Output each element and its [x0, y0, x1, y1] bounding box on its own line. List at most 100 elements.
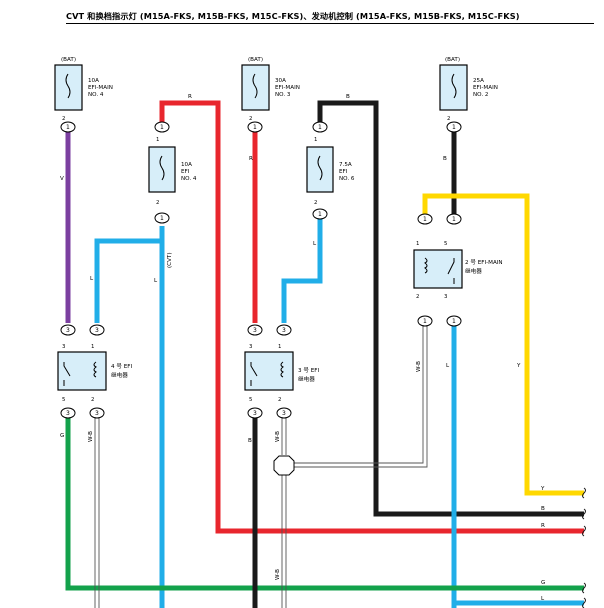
wire-label-l: L: [541, 596, 545, 602]
wire-label-l-efi4: L: [154, 278, 158, 284]
svg-text:2: 2: [416, 294, 419, 300]
svg-text:3: 3: [66, 327, 70, 334]
junction-point: [273, 455, 295, 476]
svg-text:5: 5: [444, 241, 447, 247]
fuse-25a-efi-main-no2: (BAT) 25A EFI-MAIN NO. 2 2 1: [439, 57, 498, 133]
svg-text:继电器: 继电器: [465, 267, 482, 275]
svg-text:(BAT): (BAT): [248, 57, 263, 63]
svg-text:1: 1: [452, 318, 456, 325]
svg-text:2: 2: [447, 116, 450, 122]
diagram-title: CVT 和换档指示灯 (M15A-FKS, M15B-FKS, M15C-FKS…: [66, 11, 520, 21]
svg-text:1: 1: [423, 318, 427, 325]
wire-black-b: [317, 100, 584, 517]
svg-text:1: 1: [278, 344, 281, 350]
svg-text:10A: 10A: [181, 162, 192, 168]
wire-red-r: [159, 100, 584, 534]
svg-text:EFI: EFI: [181, 169, 190, 175]
wire-blue-efi4-to-relay4: [94, 226, 165, 323]
svg-text:1: 1: [160, 215, 164, 222]
wire-label-l-relay2: L: [446, 363, 450, 369]
svg-text:2 号 EFI-MAIN: 2 号 EFI-MAIN: [465, 259, 503, 266]
wire-label-y: Y: [540, 486, 545, 492]
fuse-10a-efi-no4: 1 1 10A EFI NO. 4 2 1: [148, 121, 197, 224]
wire-label-l-relay4: L: [90, 276, 94, 282]
svg-text:1: 1: [452, 124, 456, 131]
relay-4-efi: 3 3 3 1 4 号 EFI 继电器 5 2 3 3: [57, 324, 132, 419]
wire-label-r: R: [541, 523, 545, 529]
svg-text:EFI: EFI: [339, 169, 348, 175]
svg-text:NO. 2: NO. 2: [473, 92, 488, 98]
svg-text:2: 2: [156, 200, 159, 206]
wire-label-r-30a: R: [249, 156, 253, 162]
wire-label-g: G: [541, 580, 545, 586]
svg-text:EFI-MAIN: EFI-MAIN: [88, 85, 113, 91]
svg-text:1: 1: [91, 344, 94, 350]
svg-text:1: 1: [253, 124, 257, 131]
svg-text:5: 5: [249, 397, 252, 403]
svg-text:3: 3: [282, 410, 286, 417]
svg-text:1: 1: [318, 124, 322, 131]
connector-wave-ends: [582, 487, 586, 608]
fuse-30a-efi-main-no3: (BAT) 30A EFI-MAIN NO. 3 2 1: [241, 57, 300, 133]
wire-label-g-vertical: G: [60, 433, 64, 439]
svg-text:7.5A: 7.5A: [339, 162, 352, 168]
svg-text:NO. 3: NO. 3: [275, 92, 291, 98]
fuse-source-label: (BAT): [61, 57, 76, 63]
wire-label-r-top: R: [188, 94, 192, 100]
svg-text:NO. 4: NO. 4: [88, 92, 104, 98]
svg-text:3: 3: [253, 410, 257, 417]
svg-text:继电器: 继电器: [298, 375, 315, 383]
fuse-7-5a-efi-no6: 1 1 7.5A EFI NO. 6 2 1: [306, 121, 355, 220]
svg-text:3: 3: [444, 294, 447, 300]
fuse-10a-efi-main-no4: (BAT) 10A EFI-MAIN NO. 4 2 1: [54, 57, 113, 133]
svg-text:3: 3: [282, 327, 286, 334]
svg-text:EFI-MAIN: EFI-MAIN: [275, 85, 300, 91]
svg-text:3 号 EFI: 3 号 EFI: [298, 367, 319, 374]
wire-label-l-efi6: L: [313, 241, 317, 247]
svg-text:3: 3: [66, 410, 70, 417]
wire-label-v: V: [60, 176, 64, 182]
svg-text:1: 1: [318, 211, 322, 218]
svg-text:4 号 EFI: 4 号 EFI: [111, 363, 132, 370]
svg-text:2: 2: [278, 397, 281, 403]
wire-wb-relay3: [281, 417, 287, 608]
wire-green-g: [65, 417, 584, 591]
svg-text:1: 1: [416, 241, 419, 247]
svg-text:30A: 30A: [275, 78, 286, 84]
svg-text:1: 1: [423, 216, 427, 223]
title-rule: [66, 23, 594, 24]
wire-label-wb-relay3-lower: W-B: [275, 569, 281, 580]
svg-text:EFI-MAIN: EFI-MAIN: [473, 85, 498, 91]
relay-2-efi-main: 1 1 1 5 2 号 EFI-MAIN 继电器 2 3 1 1: [413, 213, 503, 327]
svg-text:25A: 25A: [473, 78, 484, 84]
svg-text:2: 2: [314, 200, 317, 206]
wire-label-b-top: B: [346, 94, 350, 100]
wire-label-wb-relay2: W-B: [416, 361, 422, 372]
svg-text:继电器: 继电器: [111, 371, 128, 379]
svg-text:1: 1: [160, 124, 164, 131]
wire-yellow-y: [422, 193, 584, 496]
wire-label-wb-relay4: W-B: [88, 431, 94, 442]
wire-label-cvt: (CVT): [167, 252, 173, 268]
wire-blue-efi6-to-relay3: [281, 214, 323, 323]
svg-text:1: 1: [66, 124, 70, 131]
svg-text:3: 3: [62, 344, 65, 350]
relay-3-efi: 3 3 3 1 3 号 EFI 继电器 5 2 3 3: [244, 324, 319, 419]
svg-text:3: 3: [253, 327, 257, 334]
svg-text:(BAT): (BAT): [445, 57, 460, 63]
svg-text:3: 3: [249, 344, 252, 350]
svg-text:2: 2: [62, 116, 65, 122]
svg-text:3: 3: [95, 327, 99, 334]
wire-label-y-vertical: Y: [516, 363, 521, 369]
svg-text:10A: 10A: [88, 78, 99, 84]
wire-wb-relay2: [294, 326, 428, 468]
wire-label-b: B: [541, 506, 545, 512]
svg-text:1: 1: [314, 137, 317, 143]
wire-label-b-relay3: B: [248, 438, 252, 444]
svg-text:3: 3: [95, 410, 99, 417]
svg-text:2: 2: [249, 116, 252, 122]
svg-text:5: 5: [62, 397, 65, 403]
wire-label-wb-relay3: W-B: [275, 431, 281, 442]
svg-text:2: 2: [91, 397, 94, 403]
